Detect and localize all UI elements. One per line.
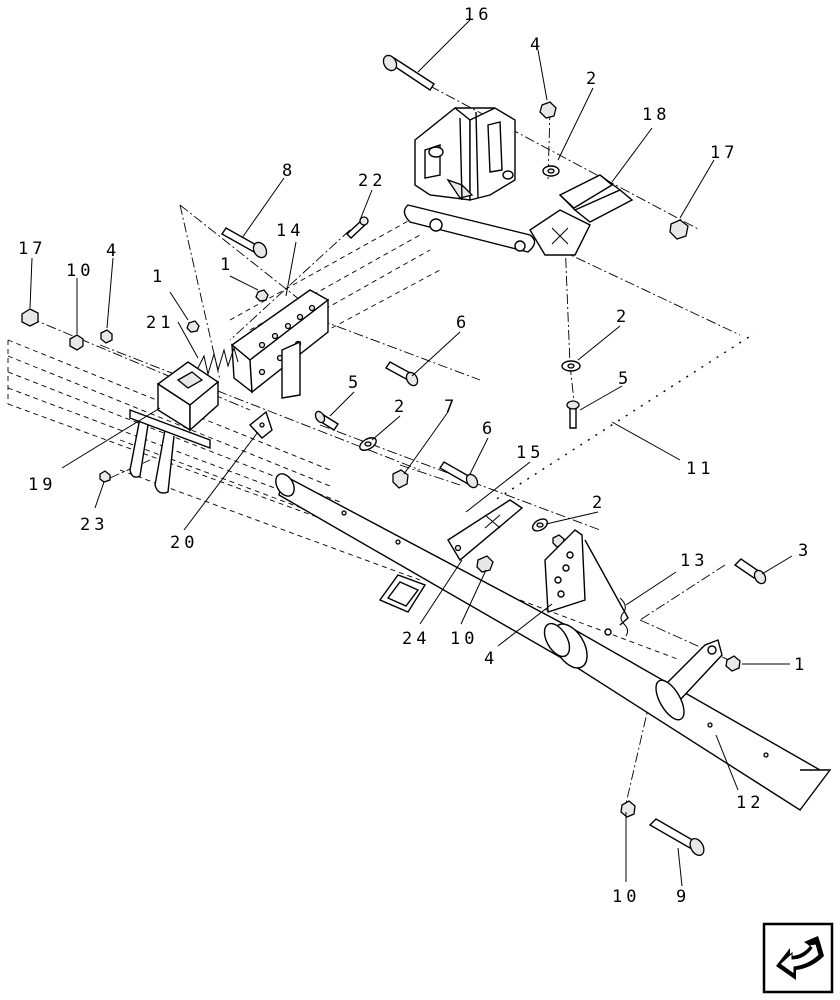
upper-hitch-bracket [414,107,516,201]
clamp-collar [655,558,767,721]
hardware-left [21,308,113,483]
next-page-arrow-icon[interactable] [762,922,834,994]
callout-23: 23 [80,515,108,535]
callout-8: 8 [282,161,296,181]
callout-1-b: 1 [152,267,166,287]
callout-10-left: 10 [66,261,94,281]
callout-18: 18 [642,105,670,125]
plate-24 [447,499,524,573]
callout-12: 12 [736,793,764,813]
callout-3: 3 [798,541,812,561]
pin-22 [345,216,369,239]
callout-2-top: 2 [586,69,600,89]
callout-21: 21 [146,313,174,333]
turnbuckle-plate [529,174,634,256]
callout-17-right: 17 [710,143,738,163]
callout-24: 24 [402,629,430,649]
callout-4-top: 4 [530,35,544,55]
callout-2-mid: 2 [616,307,630,327]
callout-5-right: 5 [618,369,632,389]
callout-20: 20 [170,533,198,553]
nuts-1 [186,289,269,333]
callout-labels: 16 4 2 18 17 8 22 14 17 10 4 1 1 21 6 2 … [18,5,812,907]
callout-11: 11 [686,459,714,479]
callout-1-a: 1 [220,255,234,275]
callout-2-bracket: 2 [592,493,606,513]
callout-10-mid: 10 [450,629,478,649]
chain-11 [494,334,753,501]
callout-16: 16 [464,5,492,25]
hardware-mid [314,360,581,548]
bolt-8 [220,227,268,259]
bracket-20 [248,410,273,439]
callout-19: 19 [28,475,56,495]
link-bar [403,204,536,253]
callout-17-left: 17 [18,239,46,259]
callout-10-bottom: 10 [612,887,640,907]
callout-4-left: 4 [106,241,120,261]
jack-clamp-assembly [129,289,330,494]
hardware-top [539,101,689,240]
callout-22: 22 [358,171,386,191]
anchor-bracket [544,529,629,637]
callout-15: 15 [516,443,544,463]
callout-5-left: 5 [348,373,362,393]
callout-1-right: 1 [794,655,808,675]
callout-2-lower: 2 [394,397,408,417]
callout-9: 9 [676,887,690,907]
square-tube [378,574,427,613]
main-tube-12 [275,473,832,812]
callout-6-upper: 6 [456,313,470,333]
bolt-16 [382,54,435,91]
callout-7: 7 [444,397,458,417]
bolt-9 [620,800,705,857]
callout-4-mid: 4 [484,649,498,669]
leader-lines [29,19,793,887]
frame-ghost-outline [7,339,681,661]
callout-6-lower: 6 [482,419,496,439]
callout-13: 13 [680,551,708,571]
callout-14: 14 [276,221,304,241]
